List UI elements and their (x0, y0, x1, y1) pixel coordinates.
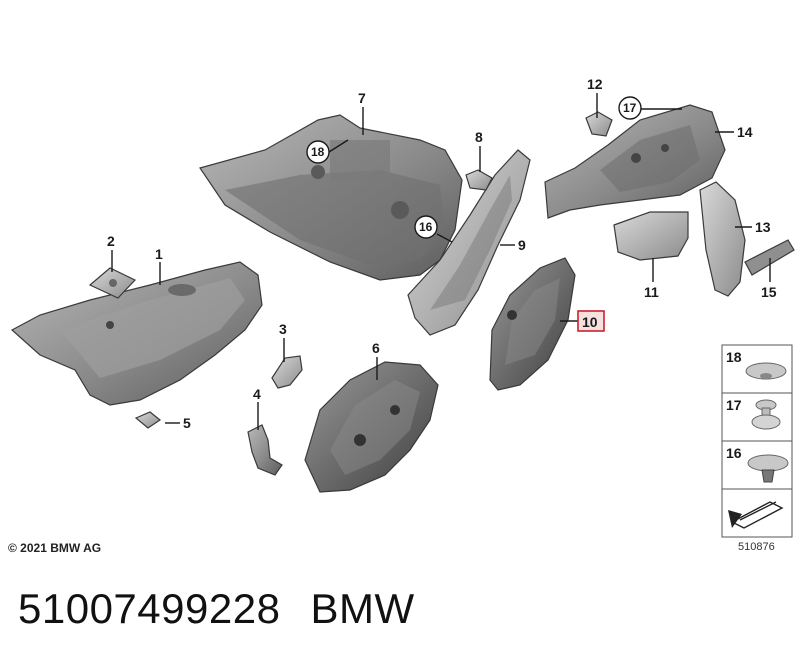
part-9-pillar-insulation (407, 149, 531, 336)
part-8-pad (465, 169, 493, 191)
circled-callout-16: 16 (419, 220, 433, 234)
legend-label-16: 16 (726, 445, 742, 461)
leader-lines (111, 93, 771, 430)
fastener-legend: 18 17 16 (721, 344, 793, 538)
part-12-pad (585, 111, 613, 137)
callout-6: 6 (372, 340, 380, 356)
part-number: 51007499228 (18, 585, 281, 632)
part-footer: 51007499228 BMW (18, 585, 415, 633)
part-15-pad (744, 239, 795, 276)
callout-11: 11 (644, 284, 659, 300)
callout-1: 1 (155, 246, 163, 262)
part-6-door-insulation (304, 361, 439, 493)
callout-2: 2 (107, 233, 115, 249)
clip-17-icon (751, 399, 781, 430)
callout-9: 9 (518, 237, 526, 253)
callout-3: 3 (279, 321, 287, 337)
part-11-trim-insulation (613, 211, 689, 261)
part-10-rear-door-insulation (489, 257, 576, 391)
part-5-clip (134, 411, 162, 429)
part-2-pad (88, 267, 137, 299)
circled-callouts: 18 16 17 (306, 96, 642, 239)
legend-label-18: 18 (726, 349, 742, 365)
brand-name: BMW (310, 585, 415, 632)
callout-numbers: 1 2 5 3 4 6 7 8 9 11 12 14 13 15 (107, 76, 777, 431)
legend-label-17: 17 (726, 397, 742, 413)
callout-4: 4 (253, 386, 261, 402)
parts-diagram: 1 2 5 3 4 6 7 8 9 11 12 14 13 15 10 18 1… (10, 76, 795, 538)
part-4-bracket (247, 424, 283, 476)
callout-15: 15 (761, 284, 777, 300)
callout-8: 8 (475, 129, 483, 145)
clip-16-icon (747, 454, 789, 483)
part-7-floor-insulation (199, 114, 463, 281)
circled-callout-17: 17 (623, 101, 637, 115)
copyright-notice: © 2021 BMW AG (8, 541, 102, 555)
part-14-wheelhouse-insulation (544, 104, 726, 219)
callout-13: 13 (755, 219, 771, 235)
part-3-bracket (271, 355, 303, 389)
circled-callout-18: 18 (311, 145, 325, 159)
callout-10: 10 (582, 314, 598, 330)
part-1-tunnel-insulation (10, 261, 263, 406)
diagram-id: 510876 (738, 541, 775, 553)
part-13-side-insulation (699, 181, 746, 297)
callout-12: 12 (587, 76, 603, 92)
callout-5: 5 (183, 415, 191, 431)
callout-10-highlight: 10 (577, 310, 605, 332)
callout-7: 7 (358, 90, 366, 106)
callout-14: 14 (737, 124, 753, 140)
arrow-symbol-icon (728, 501, 784, 529)
